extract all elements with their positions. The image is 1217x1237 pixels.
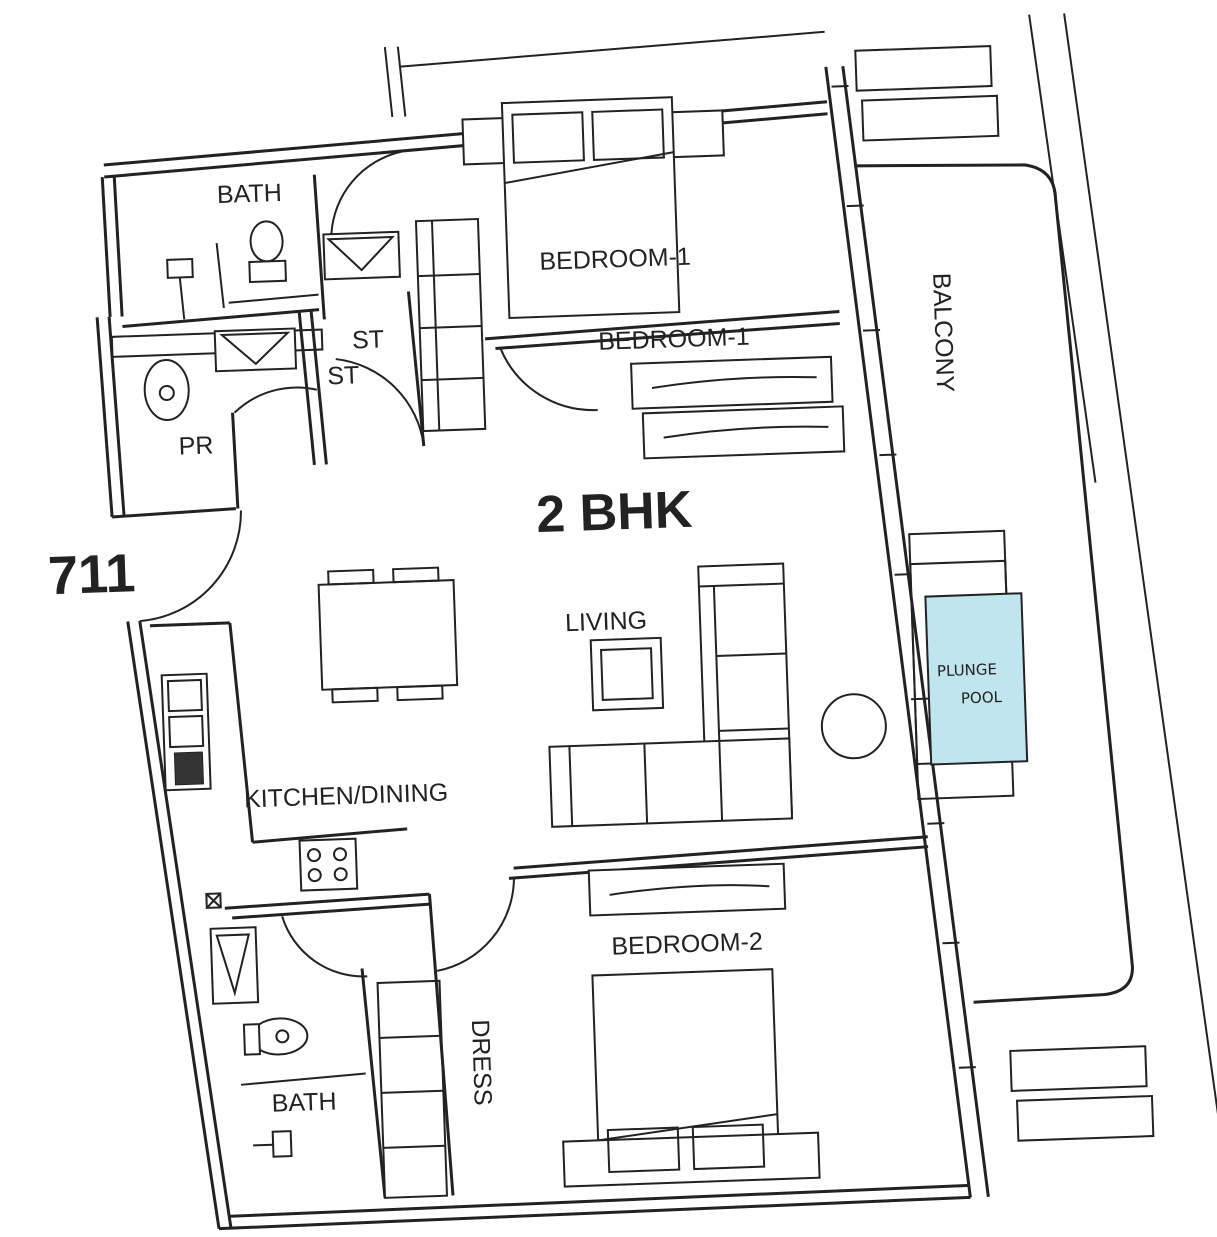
- balcony-area: [854, 13, 1217, 1159]
- label-living: LIVING: [565, 606, 648, 637]
- powder-room: [110, 327, 324, 509]
- label-unit-type: 2 BHK: [535, 481, 693, 544]
- label-bath-bottom: BATH: [271, 1087, 337, 1117]
- label-unit-number: 711: [47, 543, 136, 606]
- bottom-bath: [205, 892, 430, 1199]
- label-pr: PR: [178, 431, 214, 460]
- wardrobe-bedroom1: [414, 217, 487, 433]
- entry-door: [139, 510, 242, 623]
- label-bath-top: BATH: [216, 179, 282, 209]
- label-plunge: PLUNGE: [937, 660, 998, 680]
- label-st-1: ST: [352, 325, 385, 354]
- label-dress: DRESS: [466, 1019, 497, 1106]
- plunge-pool: [908, 529, 1029, 801]
- bedroom-1: [461, 96, 846, 460]
- bedroom-2: [436, 835, 929, 1188]
- kitchen: [149, 621, 408, 892]
- label-bedroom-1-bed: BEDROOM-1: [539, 243, 691, 276]
- label-bedroom-2: BEDROOM-2: [611, 928, 763, 961]
- label-pool: POOL: [961, 688, 1003, 707]
- label-bedroom-1: BEDROOM-1: [598, 323, 750, 356]
- outer-walls: [95, 30, 990, 1231]
- label-kitchen-dining: KITCHEN/DINING: [244, 778, 449, 813]
- facade-mullions: [831, 85, 976, 1069]
- dress-wardrobe: [376, 894, 455, 1199]
- label-st-2: ST: [327, 361, 360, 390]
- label-balcony: BALCONY: [927, 272, 959, 393]
- top-bath: [122, 174, 326, 328]
- dining-table: [317, 566, 459, 704]
- living-furniture: [548, 562, 887, 828]
- storage-closets: [297, 150, 426, 466]
